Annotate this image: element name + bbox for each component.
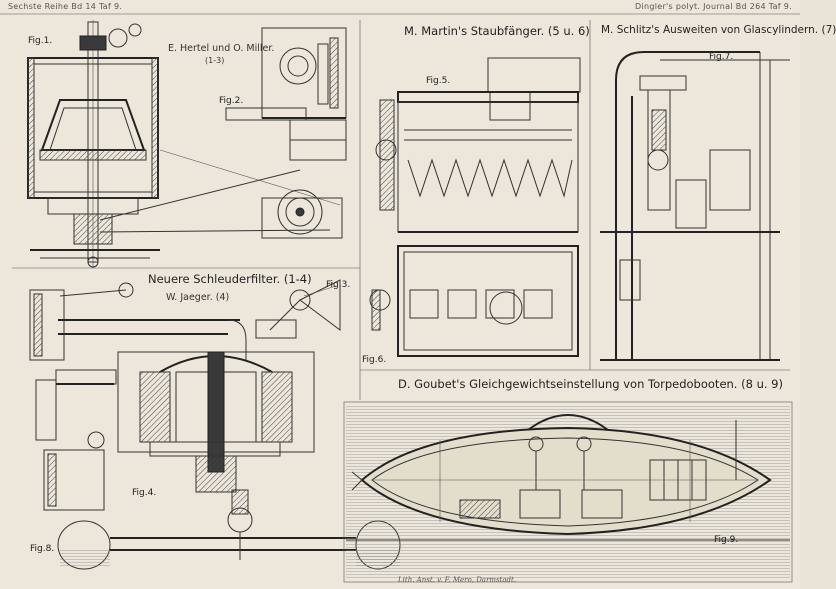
fig7-glass-cylinder-machine-drawing xyxy=(600,51,790,361)
journal-header: Dingler's polyt. Journal Bd 264 Taf 9. xyxy=(634,2,792,11)
fig5-label: Fig.5. xyxy=(426,76,451,86)
fig6-dust-collector-plan-drawing xyxy=(369,245,579,357)
filter-section-title: Neuere Schleuderfilter. (1-4) xyxy=(148,272,312,286)
fig9-torpedo-boat-drawing xyxy=(343,401,793,583)
martin-section-title: M. Martin's Staubfänger. (5 u. 6) xyxy=(404,24,590,38)
fig2-label: Fig.2. xyxy=(219,96,244,106)
fig7-label: Fig.7. xyxy=(709,52,734,62)
fig4-label: Fig.4. xyxy=(132,488,157,498)
goubet-section-title: D. Goubet's Gleichgewichtseinstellung vo… xyxy=(398,377,783,391)
fig5-dust-collector-drawing xyxy=(375,57,581,233)
hertel-section-title: E. Hertel und O. Miller. xyxy=(168,43,275,54)
plate-series-header: Sechste Reihe Bd 14 Taf 9. xyxy=(8,2,123,11)
fig9-label: Fig.9. xyxy=(714,535,739,545)
fig1-label: Fig.1. xyxy=(28,36,53,46)
fig2-gear-frame-drawing xyxy=(225,27,347,161)
engineering-drawings xyxy=(0,13,800,583)
hertel-figure-range: (1-3) xyxy=(205,56,225,65)
fig3-label: Fig.3. xyxy=(326,280,351,290)
schlitz-section-title: M. Schlitz's Ausweiten von Glascylindern… xyxy=(601,24,836,36)
fig4-centrifugal-filter-drawing xyxy=(29,282,315,511)
fig3-lever-valve-drawing xyxy=(255,279,341,339)
filter-section-author: W. Jaeger. (4) xyxy=(166,292,230,303)
fig8-label: Fig.8. xyxy=(30,544,55,554)
fig6-label: Fig.6. xyxy=(362,355,387,365)
fig1-centrifuge-drawing xyxy=(27,20,343,268)
lithographer-imprint: Lith. Anst. v. F. Mero, Darmstadt. xyxy=(398,576,517,584)
